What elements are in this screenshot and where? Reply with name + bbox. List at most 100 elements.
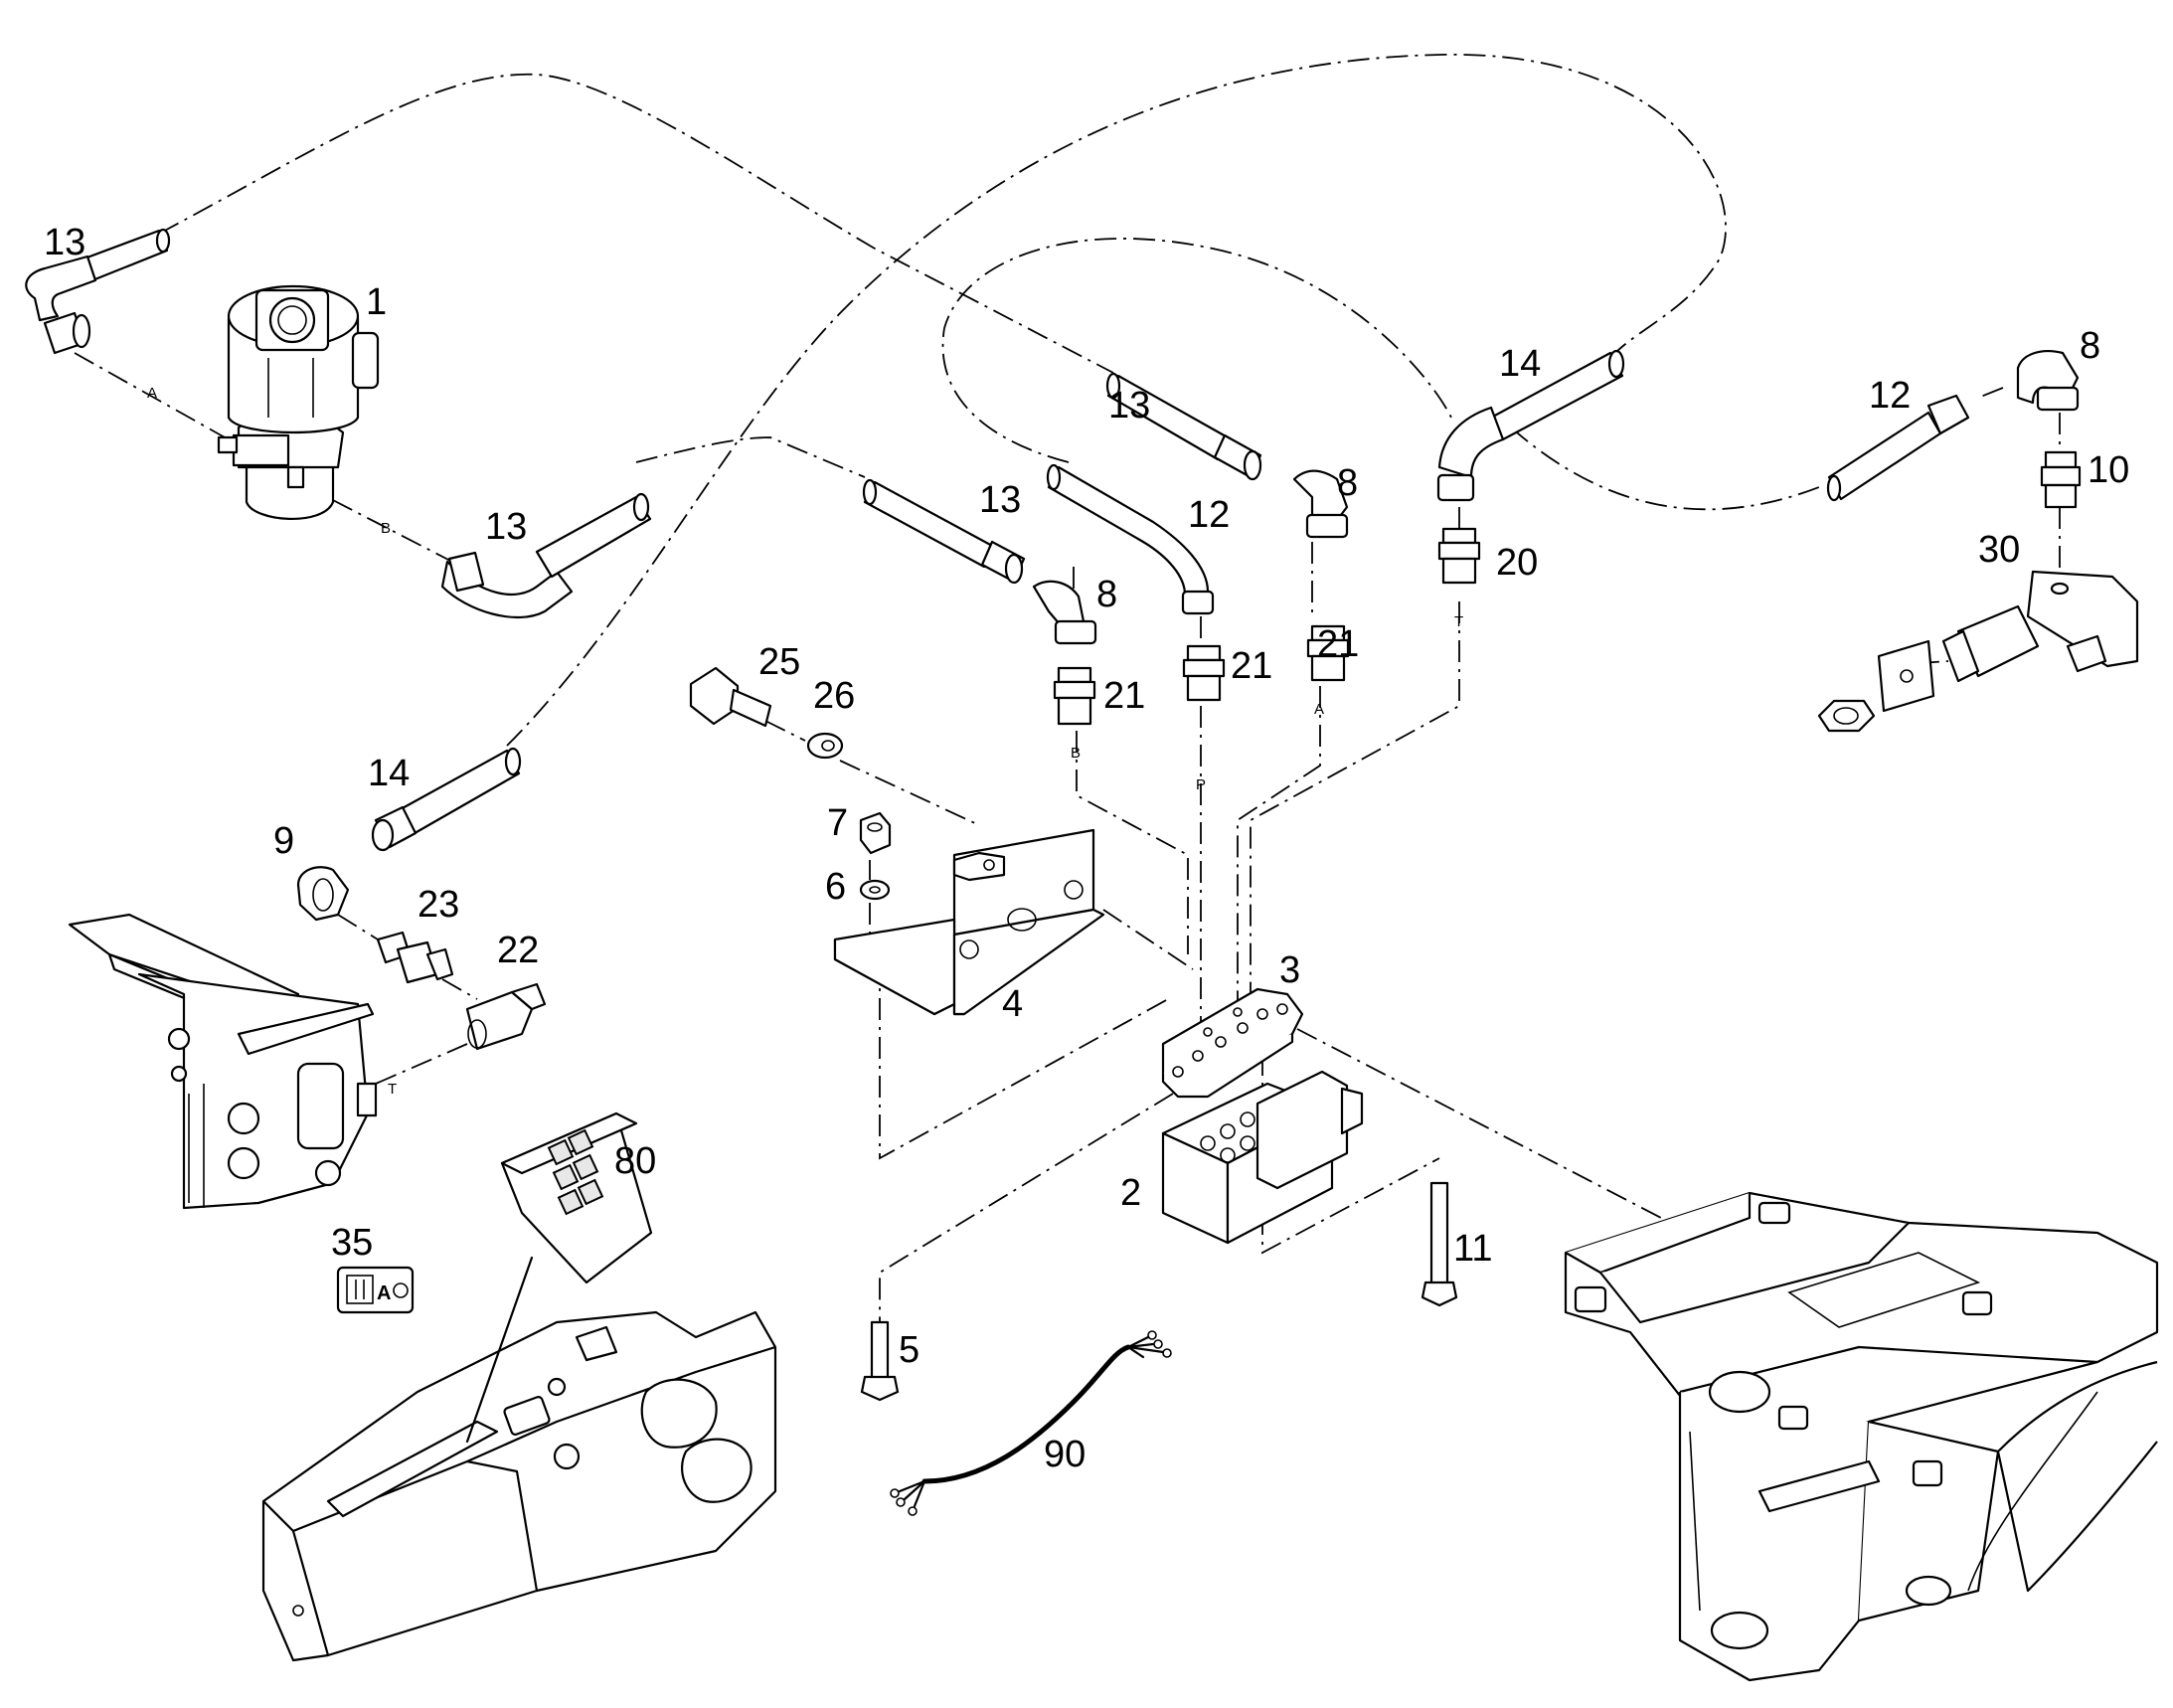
adapter-21-mid: [1182, 644, 1226, 702]
washer-6: [859, 879, 891, 901]
port-label-A-top: A: [147, 385, 157, 402]
line-to-20: [1250, 601, 1460, 1014]
union-23: [376, 931, 454, 984]
part-label-8a: 8: [1096, 574, 1117, 615]
port-label-B-mid: B: [1071, 745, 1081, 762]
part-label-3: 3: [1279, 949, 1300, 991]
part-label-4: 4: [1002, 983, 1023, 1025]
hose-14-left: [371, 747, 522, 852]
port-labels: A B B P A T T: [147, 385, 1463, 1098]
decal-35: A: [336, 1266, 415, 1314]
part-label-6: 6: [825, 866, 846, 908]
part-label-25: 25: [758, 641, 800, 683]
part-label-12b: 12: [1869, 375, 1911, 417]
part-label-12a: 12: [1188, 494, 1230, 536]
part-label-35: 35: [331, 1222, 373, 1264]
port-label-P-mid: P: [1196, 776, 1206, 793]
subplate-3: [1161, 987, 1304, 1099]
part-label-9: 9: [273, 820, 294, 862]
bolt-25: [689, 666, 772, 728]
part-label-13a: 13: [44, 222, 85, 263]
routing-lines: [74, 54, 2061, 1333]
part-label-8b: 8: [1337, 462, 1358, 504]
line-9-23: [337, 914, 379, 940]
line-to-21-left: [1076, 731, 1189, 954]
port-label-T-low: T: [388, 1081, 397, 1098]
line-12-to-fitting8: [1977, 387, 2004, 399]
part-label-80: 80: [614, 1140, 656, 1182]
part-label-21a: 21: [1103, 675, 1145, 717]
part-label-21c: 21: [1317, 623, 1359, 665]
decal-35-text: A: [377, 1282, 391, 1304]
hose-14-right-route: [1510, 427, 1820, 511]
brake-pedal-valve: [68, 913, 378, 1210]
hose-13-b-line: [440, 492, 652, 619]
line-to-21-right: [1237, 686, 1321, 1014]
part-label-90: 90: [1044, 1434, 1086, 1475]
port-A-line: [74, 352, 235, 443]
washer-26: [806, 732, 844, 760]
adapter-21-right: [1306, 624, 1350, 682]
line-22-pedal: [352, 1043, 468, 1095]
hose-14-right: [1436, 349, 1625, 502]
hose-12-right: [1826, 394, 1970, 502]
switch-panel-80: [500, 1111, 653, 1284]
part-labels: 13 1 13 13 13 12 8 8 14 20 21 21 21 12 8…: [44, 222, 2129, 1475]
part-label-30: 30: [1978, 529, 2020, 571]
line-26-bracket: [839, 760, 980, 826]
part-label-10: 10: [2088, 449, 2129, 491]
line-bracket-down: [879, 959, 1169, 1160]
bolt-11: [1421, 1181, 1458, 1307]
port-label-A-mid: A: [1314, 701, 1324, 718]
leader-80-console: [465, 1256, 534, 1444]
part-label-13c: 13: [1108, 385, 1150, 427]
tee-22: [465, 982, 547, 1051]
part-label-14b: 14: [1499, 343, 1541, 385]
nut-7: [859, 811, 892, 855]
adapter-21-left: [1053, 666, 1096, 726]
part-label-1: 1: [366, 281, 387, 323]
steering-unit-1: [217, 284, 380, 521]
hose-13-route-top: [158, 73, 1114, 374]
hose-13-mid: [862, 478, 1026, 585]
part-label-13d: 13: [979, 479, 1021, 521]
bolt-5: [860, 1320, 900, 1402]
hose-12-route-loop: [941, 238, 1452, 463]
port-label-T-mid: T: [1454, 613, 1463, 630]
part-label-2: 2: [1120, 1172, 1141, 1214]
elbow-8-mid: [1032, 580, 1097, 645]
part-label-7: 7: [827, 802, 848, 844]
part-label-23: 23: [418, 884, 459, 926]
part-label-22: 22: [497, 930, 539, 971]
part-label-26: 26: [813, 675, 855, 717]
elbow-8-top-right: [2016, 350, 2080, 412]
hose-13-top-mid: [1105, 372, 1262, 481]
adapter-20: [1437, 527, 1481, 585]
line-valve-11: [1261, 1157, 1440, 1255]
part-label-14a: 14: [368, 753, 410, 794]
line-23-22: [441, 978, 478, 1000]
union-10: [2040, 450, 2082, 509]
part-label-8c: 8: [2080, 325, 2100, 367]
part-label-5: 5: [899, 1329, 919, 1371]
operator-console: [261, 1310, 777, 1662]
line-25-26: [764, 720, 806, 742]
tractor-chassis-frame: [1564, 1191, 2159, 1682]
line-bracket-right: [1102, 909, 1194, 970]
part-label-20: 20: [1496, 542, 1538, 584]
hose-12-mid: [1046, 463, 1215, 615]
hose-13-route-mid: [635, 436, 866, 478]
elbow-8-mid-right: [1292, 469, 1349, 539]
port-label-B-top: B: [381, 520, 391, 537]
valve-30: [1817, 570, 2139, 733]
solenoid-valve-2: [1161, 1070, 1364, 1245]
wiring-harness-90: [890, 1330, 1172, 1516]
elbow-9: [296, 866, 350, 922]
part-label-11: 11: [1453, 1228, 1492, 1270]
part-label-21b: 21: [1231, 645, 1272, 687]
hose-13-top-left: [25, 228, 171, 355]
hose-14-route-big-loop: [506, 54, 1727, 747]
part-label-13b: 13: [485, 506, 527, 548]
bracket-4: [833, 828, 1105, 1016]
